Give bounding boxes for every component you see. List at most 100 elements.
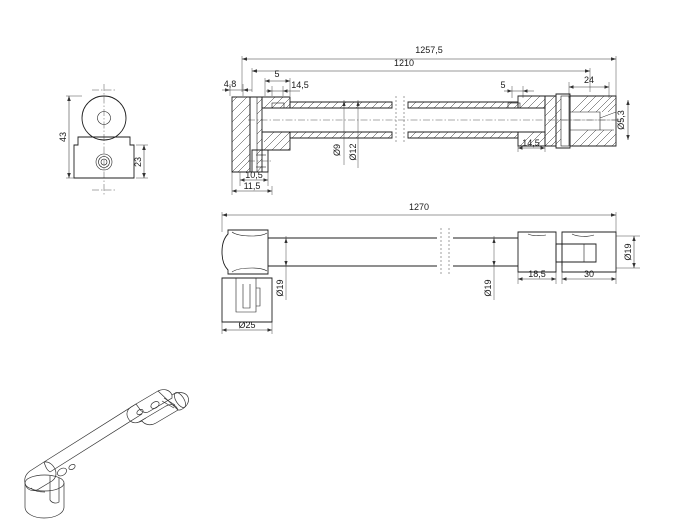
dim-1270-arrow-left [222, 213, 227, 217]
dim-label-25: Ø25 [238, 320, 255, 330]
dim-d19m-arrow-top [492, 238, 496, 243]
left-lug-upper-hatch [263, 96, 291, 109]
dim-48-arrow-right [243, 88, 248, 92]
end-view-outer-circle [81, 95, 127, 141]
end-view-body-outline [73, 136, 135, 179]
dim-label-left-14-5: 5 [274, 69, 279, 79]
iso-coupler-body [135, 389, 173, 413]
dim-1257-arrow-left [242, 57, 247, 61]
dim-105-arrow-right [263, 178, 268, 182]
left-yoke-inner-hatch [256, 98, 263, 173]
dim-label-right-5: 5 [500, 80, 505, 90]
dim-label-1270: 1270 [409, 202, 429, 212]
dim-label-10-5: 10,5 [245, 170, 263, 180]
dim-d19l-arrow-top [284, 238, 288, 243]
iso-shaft-edges [43, 403, 143, 473]
dim-label-43: 43 [58, 132, 68, 142]
dim-d19r-arrow-top [632, 236, 636, 241]
outline-yoke-body [221, 229, 269, 275]
coupler-upper-hatch [519, 95, 546, 109]
coupler-collar [555, 93, 571, 149]
left-yoke-lower-lug [261, 131, 291, 151]
dim-23-arrow-top [142, 145, 146, 150]
dim-d25-arrow-right [267, 328, 272, 332]
coupler-collar-hatch [555, 98, 562, 145]
dim-label-11-5: 11,5 [244, 181, 261, 191]
dim-d19m-arrow-bottom [492, 261, 496, 266]
end-view-boss-outer [95, 153, 113, 171]
outline-view: 1270 [221, 202, 640, 334]
dim-r145-arrow-right [540, 146, 545, 150]
dim-d19r-arrow-bottom [632, 263, 636, 268]
iso-yoke-bolt-1 [57, 467, 67, 477]
tube-keyway-left [271, 102, 285, 109]
dim-label-bore-9: Ø9 [332, 144, 342, 156]
dim-label-24: 24 [584, 75, 594, 85]
iso-coupler-neck [126, 403, 147, 424]
dim-24-arrow-right [604, 85, 609, 89]
dim-d25-arrow-left [222, 328, 227, 332]
left-yoke-assembly [231, 96, 291, 173]
tube-left-lower-hatch [291, 131, 393, 139]
dim-label-1210: 1210 [394, 58, 414, 68]
tube-right-section [407, 101, 521, 139]
end-view-boss-mid [98, 156, 110, 168]
coupler-lower-hatch [519, 131, 546, 147]
right-coupler-assembly [517, 93, 624, 149]
outline-yoke-bottom-curve [231, 267, 268, 273]
dim-43-arrow-top [67, 96, 71, 101]
dim-48-arrow-left [225, 88, 230, 92]
outline-socket-detail [256, 287, 261, 307]
dim-105-arrow-left [240, 178, 245, 182]
dim-label-right-14-5: 14,5 [522, 138, 540, 148]
left-lug-lower-hatch [263, 131, 291, 151]
end-view-bore-circle [97, 111, 111, 125]
dim-30-arrow-left [562, 277, 567, 281]
dim-115-arrow-right [267, 189, 272, 193]
outline-tip-curve [571, 233, 595, 237]
left-yoke-hatch [231, 96, 251, 173]
iso-coupler-body-lower [138, 404, 179, 426]
dim-30-arrow-right [611, 277, 616, 281]
dim-43-arrow-bottom [67, 173, 71, 178]
iso-socket-cup [24, 483, 65, 519]
dim-l145-arrow-left [265, 79, 270, 83]
dim-1270-arrow-right [611, 213, 616, 217]
dim-185-arrow-right [551, 277, 556, 281]
iso-coupler-bolt-1 [150, 401, 160, 409]
iso-shaft-left-cap [43, 461, 51, 473]
dim-185-arrow-left [518, 277, 523, 281]
dim-label-d19-left: Ø19 [275, 279, 285, 296]
dim-53-arrow-bottom [626, 135, 630, 140]
outline-coupler-curve [527, 233, 547, 236]
dim-label-1257-5: 1257,5 [415, 45, 443, 55]
dim-label-left-5: 14,5 [291, 80, 309, 90]
dim-d9-arrow [342, 101, 346, 106]
dim-1210-arrow-left [252, 69, 257, 73]
dim-label-23: 23 [133, 157, 143, 167]
left-end-view: 43 23 [58, 84, 148, 196]
coupler-right-hatch [571, 95, 617, 147]
dim-label-18-5: 18,5 [528, 269, 546, 279]
dim-label-bore-12: Ø12 [348, 143, 358, 160]
isometric-view [24, 389, 189, 519]
dim-label-4-8: 4,8 [224, 79, 237, 89]
dim-r5-arrow-left [507, 89, 512, 93]
end-view-boss-inner [100, 158, 108, 166]
tube-right-lower-hatch [409, 131, 519, 139]
iso-socket-rim [24, 474, 65, 492]
outline-yoke-top-curve [231, 231, 268, 237]
dim-115-arrow-left [232, 189, 237, 193]
dim-d12-arrow [356, 101, 360, 106]
tube-right-upper-hatch [409, 101, 519, 109]
outline-tip-square [555, 243, 597, 263]
iso-tip-face [174, 392, 186, 408]
dim-23-arrow-bottom [142, 173, 146, 178]
dim-r5-arrow-right [523, 89, 528, 93]
dim-label-d19-right: Ø19 [623, 243, 633, 260]
dim-label-d19-mid: Ø19 [483, 279, 493, 296]
section-view: 1257,5 1210 5 4,8 14,5 5 [222, 45, 630, 195]
dim-53-arrow-top [626, 100, 630, 105]
